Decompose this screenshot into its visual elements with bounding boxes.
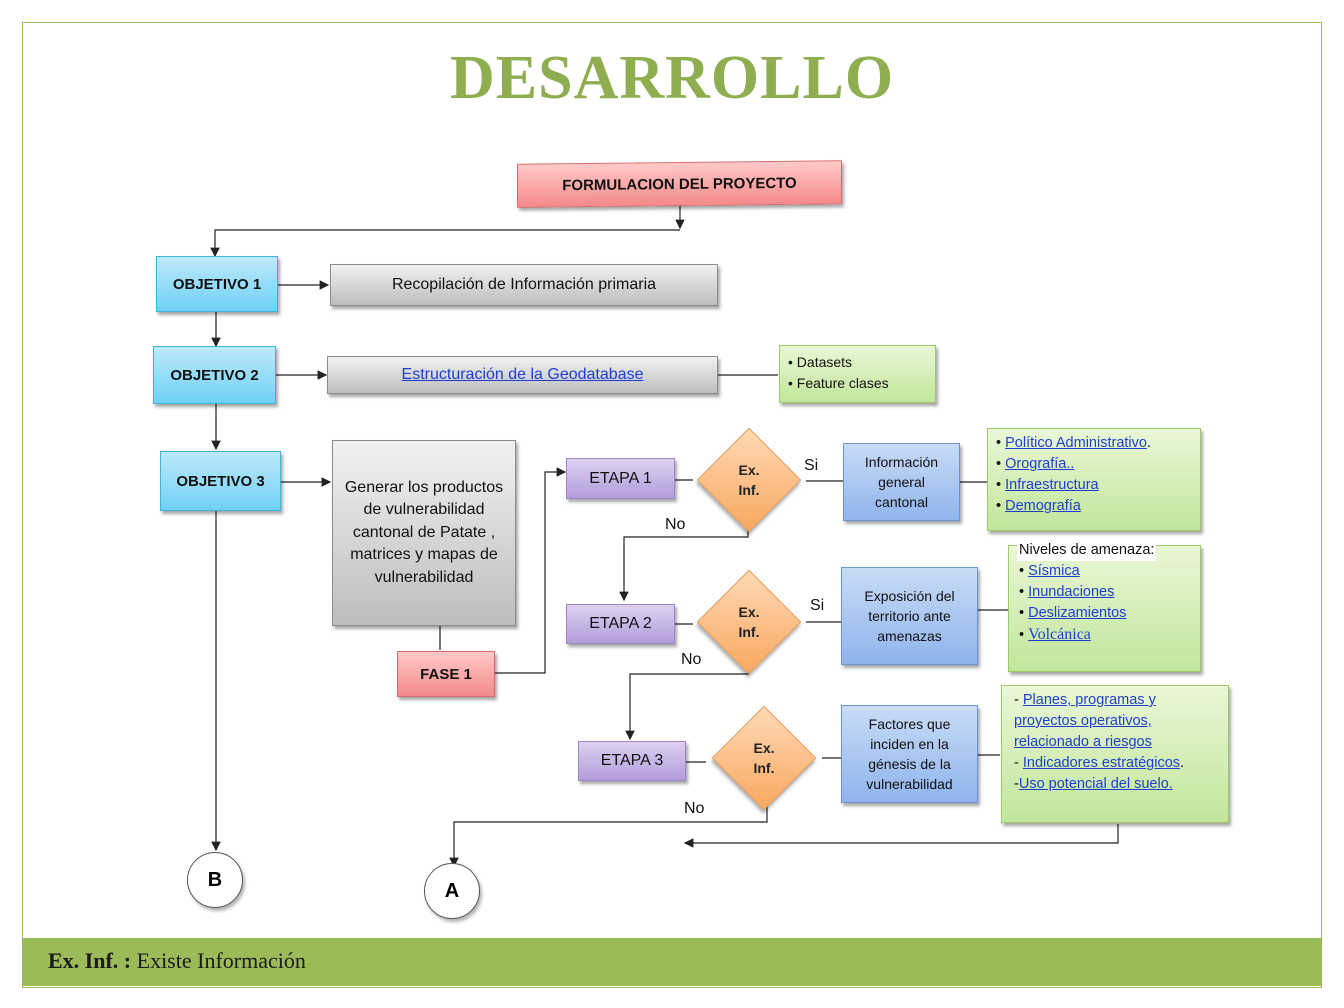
list-item[interactable]: • Inundaciones — [1019, 584, 1115, 600]
list-item[interactable]: • Deslizamientos — [1019, 605, 1127, 621]
formulacion-box: FORMULACION DEL PROYECTO — [517, 160, 842, 208]
etapa-3: ETAPA 3 — [578, 741, 686, 781]
list-item[interactable]: • Sísmica — [1019, 563, 1080, 579]
geodb-item: • Feature clases — [788, 375, 889, 391]
no-label: No — [665, 516, 686, 533]
objetivo-1: OBJETIVO 1 — [156, 256, 278, 312]
geodb-list: • Datasets • Feature clases — [779, 345, 936, 403]
objetivo-3: OBJETIVO 3 — [160, 451, 281, 511]
info-box-3: Factores que inciden en la génesis de la… — [841, 705, 978, 803]
etapa-1: ETAPA 1 — [566, 458, 675, 499]
list-3: - Planes, programas y proyectos operativ… — [1001, 685, 1229, 823]
list-item[interactable]: - Planes, programas y proyectos operativ… — [1014, 692, 1156, 750]
list-item[interactable]: • Orografía.. — [996, 456, 1075, 472]
list-item[interactable]: • Infraestructura — [996, 477, 1099, 493]
no-label: No — [681, 651, 702, 668]
estructuracion-box[interactable]: Estructuración de la Geodatabase — [327, 356, 718, 394]
list-item[interactable]: • Demografía — [996, 498, 1081, 514]
list-1: • Político Administrativo. • Orografía..… — [987, 428, 1201, 531]
list-item[interactable]: • Volcánica — [1019, 626, 1091, 643]
decision-diamond-2: Ex.Inf. — [692, 569, 806, 675]
recopilacion-box: Recopilación de Información primaria — [330, 264, 718, 306]
decision-diamond-3: Ex.Inf. — [706, 705, 822, 811]
list-2-header: Niveles de amenaza: — [1017, 540, 1157, 561]
info-box-2: Exposición del territorio ante amenazas — [841, 567, 978, 665]
objetivo-2: OBJETIVO 2 — [153, 346, 276, 404]
geodb-item: • Datasets — [788, 354, 853, 370]
list-2: Niveles de amenaza: • Sísmica • Inundaci… — [1008, 540, 1201, 672]
footer-meaning: Existe Información — [136, 948, 306, 973]
footer-legend: Ex. Inf. : Existe Información — [48, 946, 306, 976]
list-item[interactable]: -Uso potencial del suelo. — [1014, 776, 1173, 792]
no-label: No — [684, 800, 705, 817]
footer-bar — [22, 938, 1322, 986]
decision-diamond-1: Ex.Inf. — [692, 427, 806, 533]
si-label: Si — [810, 597, 825, 614]
list-item[interactable]: - Indicadores estratégicos. — [1014, 755, 1185, 771]
generar-box: Generar los productos de vulnerabilidad … — [332, 440, 516, 626]
si-label: Si — [804, 457, 819, 474]
connector-b: B — [187, 852, 243, 908]
connector-a: A — [424, 863, 480, 919]
estructuracion-link[interactable]: Estructuración de la Geodatabase — [401, 366, 644, 383]
list-item[interactable]: • Político Administrativo. — [996, 435, 1151, 451]
fase-box: FASE 1 — [397, 651, 495, 697]
page-title: DESARROLLO — [449, 44, 895, 112]
info-box-1: Información general cantonal — [843, 443, 960, 521]
footer-abbr: Ex. Inf. : — [48, 948, 132, 973]
etapa-2: ETAPA 2 — [566, 604, 675, 644]
